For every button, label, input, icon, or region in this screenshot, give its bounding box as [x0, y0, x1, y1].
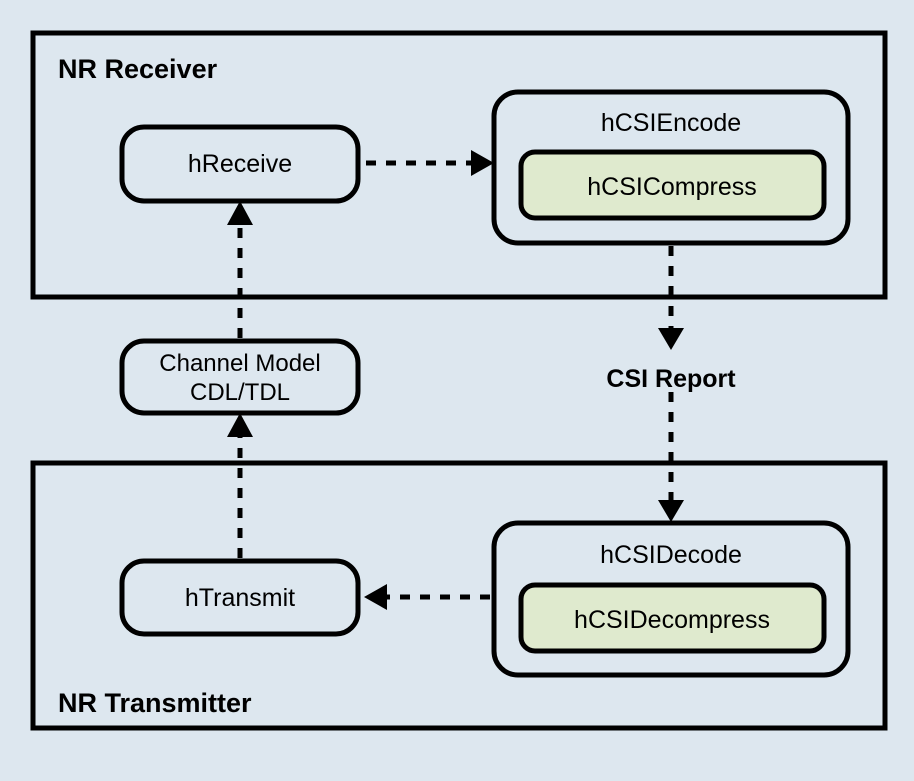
- edge-csi-report-arrowhead-lower: [658, 500, 684, 522]
- edge-csi-report: CSI Report: [606, 246, 736, 522]
- block-hcsicompress-label: hCSICompress: [587, 173, 757, 201]
- edge-hcsidecode-to-htransmit-arrowhead: [364, 584, 387, 610]
- edge-csi-report-arrowhead-upper: [658, 328, 684, 350]
- edge-channel-model-to-hreceive: [227, 201, 253, 338]
- edge-csi-report-label: CSI Report: [606, 365, 736, 393]
- edge-htransmit-to-channel-model: [227, 413, 253, 558]
- block-hcsicompress[interactable]: hCSICompress: [518, 149, 827, 221]
- block-hreceive[interactable]: hReceive: [119, 124, 361, 204]
- block-channel-model-label-line2: CDL/TDL: [190, 379, 290, 406]
- block-hcsidecompress-label: hCSIDecompress: [574, 606, 770, 634]
- edge-hreceive-to-hcsiencode-arrowhead: [471, 150, 494, 176]
- block-hcsiencode-label: hCSIEncode: [601, 109, 741, 137]
- block-htransmit-shape[interactable]: [119, 558, 361, 637]
- edge-hcsidecode-to-htransmit: [364, 584, 490, 610]
- edge-htransmit-to-channel-model-arrowhead: [227, 413, 253, 437]
- block-hreceive-label: hReceive: [188, 150, 292, 178]
- edge-channel-model-to-hreceive-arrowhead: [227, 201, 253, 225]
- block-htransmit[interactable]: hTransmit: [119, 558, 361, 637]
- block-htransmit-label: hTransmit: [185, 584, 295, 612]
- block-channel-model[interactable]: Channel Model CDL/TDL: [119, 338, 361, 416]
- block-hcsicompress-shape[interactable]: [518, 149, 827, 221]
- block-channel-model-label-line1: Channel Model: [159, 350, 320, 377]
- group-nr-receiver-title: NR Receiver: [58, 54, 218, 84]
- block-hcsidecompress[interactable]: hCSIDecompress: [518, 582, 827, 654]
- block-hcsidecode-label: hCSIDecode: [600, 541, 742, 569]
- block-hcsidecompress-shape[interactable]: [518, 582, 827, 654]
- edge-hreceive-to-hcsiencode: [366, 150, 494, 176]
- group-nr-transmitter-title: NR Transmitter: [58, 688, 252, 718]
